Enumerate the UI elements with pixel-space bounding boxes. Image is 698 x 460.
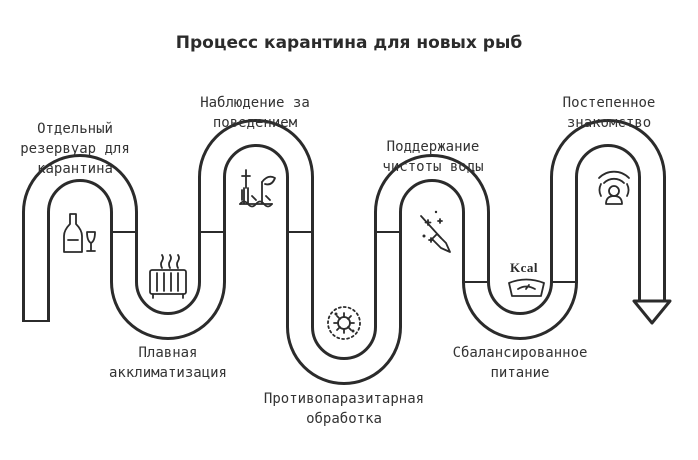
- person-broadcast-icon: [598, 170, 630, 205]
- step-label-acclimatization: Плавная акклиматизация: [108, 345, 227, 381]
- step-label-antiparasitic-treatment: Противопаразитарная обработка: [263, 391, 425, 427]
- kcal-label: Kcal: [510, 260, 538, 275]
- aquarium-observation-icon: [239, 169, 276, 208]
- step-label-behavior-observation: Наблюдение за поведением: [200, 95, 310, 131]
- wine-bottle-glass-icon: [63, 213, 96, 253]
- step-label-separate-tank: Отдельный резервуар для карантина: [20, 121, 130, 177]
- heater-icon: [149, 254, 187, 299]
- step-label-water-cleanliness: Поддержание чистоты воды: [382, 139, 484, 175]
- step-label-gradual-introduction: Постепенное знакомство: [562, 95, 656, 131]
- kcal-scale-icon: Kcal: [508, 260, 545, 297]
- broom-cleaning-icon: [420, 210, 451, 253]
- diagram-title: Процесс карантина для новых рыб: [175, 33, 523, 53]
- virus-treatment-icon: [327, 306, 361, 340]
- step-label-balanced-feeding: Сбалансированное питание: [452, 345, 588, 381]
